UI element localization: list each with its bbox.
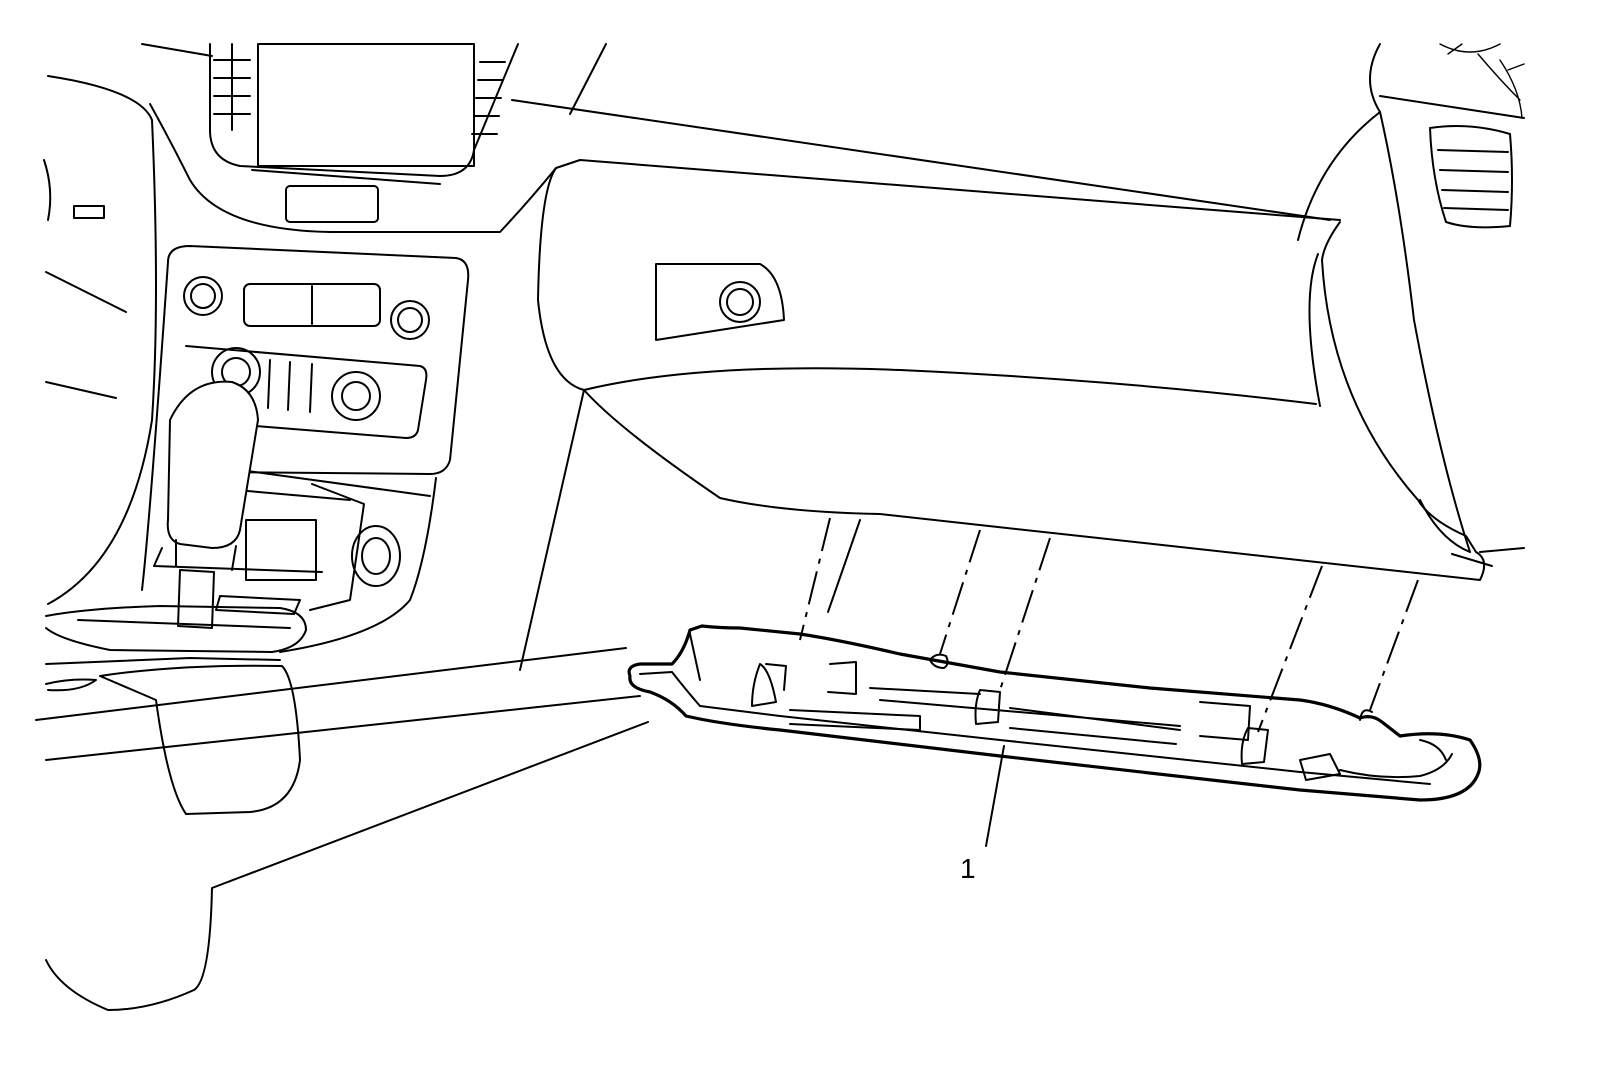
glove-box-assembly [627, 624, 1482, 802]
callout-1-label: 1 [960, 853, 976, 884]
center-display-bezel [209, 43, 519, 223]
callout-1: 1 [960, 745, 1005, 884]
callout-1-leader [985, 745, 1005, 847]
radio-hvac-controls [141, 245, 470, 591]
power-outlet [279, 477, 437, 653]
alignment-lines [799, 517, 1419, 733]
left-dash-outline [43, 43, 1341, 605]
gear-shifter [45, 380, 323, 653]
glove-box-door [519, 111, 1493, 671]
lower-left-trim [35, 647, 649, 1011]
right-side-vent [1369, 43, 1525, 553]
